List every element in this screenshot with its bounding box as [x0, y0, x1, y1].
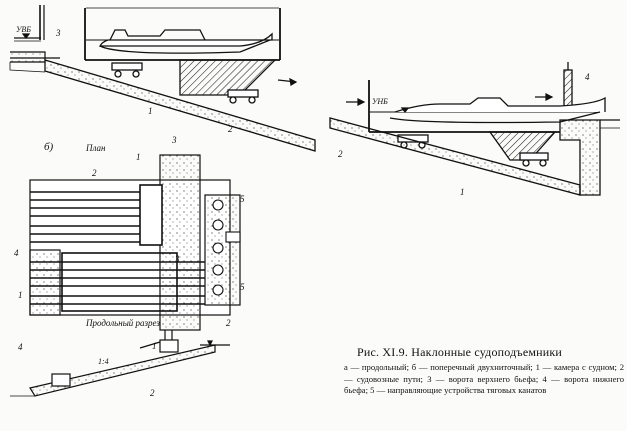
- lower-head-section: [329, 62, 620, 196]
- plan-view: [29, 154, 241, 331]
- chamber-upper: [84, 7, 281, 104]
- label-plan: План: [85, 143, 106, 153]
- label-4-lower: 4: [585, 72, 590, 82]
- label-plan-1b: 1: [18, 290, 23, 300]
- label-panel-b: б): [44, 141, 54, 153]
- label-slope: 1:4: [98, 357, 109, 366]
- label-section-2: 2: [150, 388, 155, 398]
- longitudinal-section: [10, 330, 230, 397]
- label-1-upper: 1: [148, 106, 153, 116]
- label-3-upper: 3: [55, 28, 61, 38]
- label-2-upper: 2: [228, 124, 233, 134]
- label-plan-2: 2: [92, 168, 97, 178]
- upper-head-section: [10, 5, 60, 63]
- label-plan-1a: 1: [136, 152, 141, 162]
- label-uvb: УВБ: [16, 25, 31, 34]
- label-plan-2b: 2: [226, 318, 231, 328]
- diagram-labels: УВБ 3 1 2 УНБ 4 2 1 б) План 2 1 3 5 3 4 …: [14, 25, 590, 398]
- label-plan-4b: 4: [18, 342, 23, 352]
- label-unb: УНБ: [372, 97, 388, 106]
- inclined-track-a: [9, 59, 316, 152]
- label-2-lower: 2: [338, 149, 343, 159]
- label-section: Продольный разрез: [85, 318, 160, 328]
- label-1-lower: 1: [460, 187, 465, 197]
- figure-caption-title: Рис. XI.9. Наклонные судоподъемники: [357, 345, 563, 359]
- label-plan-3a: 3: [171, 135, 177, 145]
- label-plan-5a: 5: [240, 194, 245, 204]
- label-plan-4a: 4: [14, 248, 19, 258]
- label-plan-3b: 3: [174, 254, 180, 264]
- label-section-1: 1: [152, 341, 157, 351]
- label-plan-5b: 5: [240, 282, 245, 292]
- figure-caption-legend: а — продольный; б — поперечный двухниточ…: [344, 362, 624, 395]
- direction-arrows: [277, 77, 554, 106]
